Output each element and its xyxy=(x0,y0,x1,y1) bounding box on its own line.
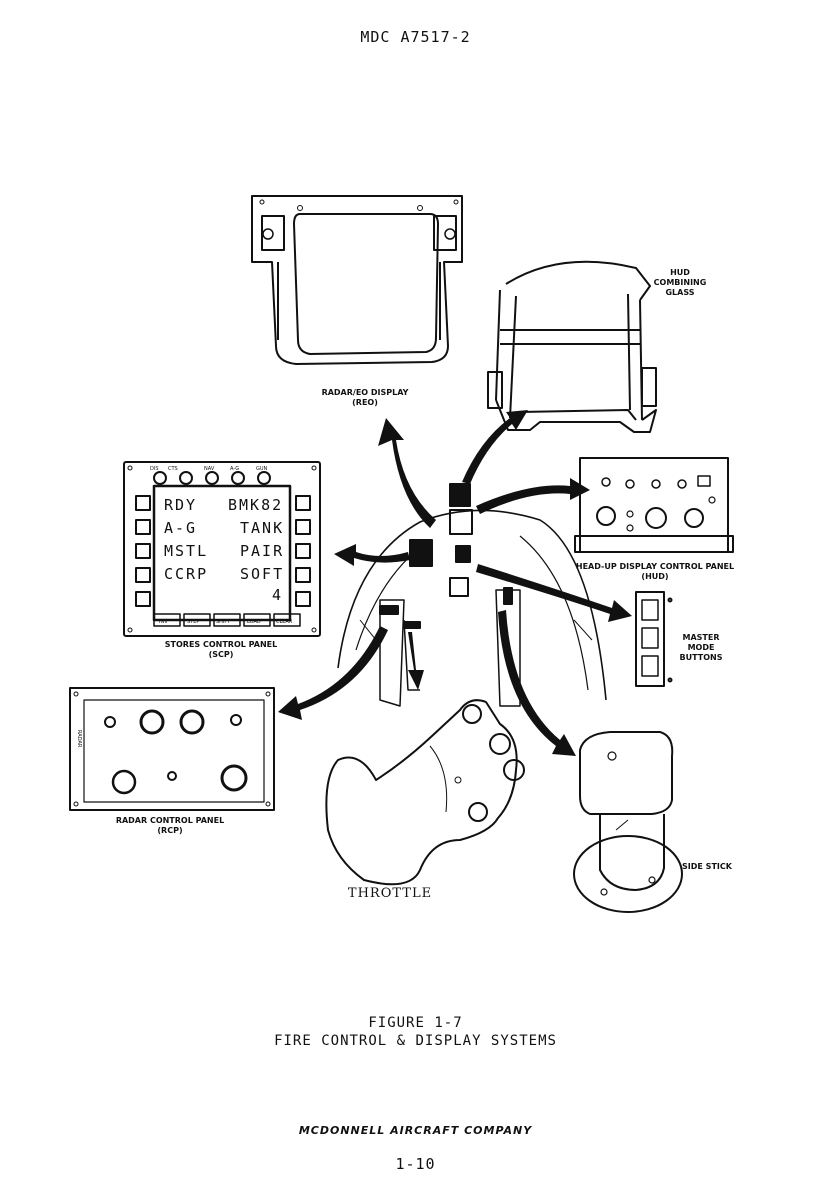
scp-right-1: TANK xyxy=(240,519,284,537)
scp-bottom-key-4: CLEAR xyxy=(276,619,293,625)
scp-right-3: SOFT xyxy=(240,565,284,583)
side-stick-drawing xyxy=(573,731,683,913)
scp-bottom-key-3: LOAD xyxy=(247,619,261,625)
rcp-side-text: RADAR xyxy=(76,730,82,748)
scp-top-key-4: GUN xyxy=(256,466,268,472)
scp-right-0: BMK82 xyxy=(228,496,283,514)
rcp-drawing xyxy=(69,687,275,811)
scp-bottom-key-1: STEP xyxy=(187,619,199,625)
scp-right-4: 4 xyxy=(272,586,283,604)
connector-arrows xyxy=(278,410,632,756)
scp-left-3: CCRP xyxy=(164,565,208,583)
scp-left-2: MSTL xyxy=(164,542,208,560)
throttle-drawing xyxy=(325,699,525,886)
label-throttle: THROTTLE xyxy=(347,886,433,901)
document-id: MDC A7517-2 xyxy=(360,28,471,46)
figure-caption-title: FIRE CONTROL & DISPLAY SYSTEMS xyxy=(274,1033,557,1049)
master-mode-buttons-drawing xyxy=(635,591,673,687)
label-hud-glass: HUD COMBINING GLASS xyxy=(653,268,707,297)
scp-left-1: A-G xyxy=(164,519,197,537)
figure-caption-number: FIGURE 1-7 xyxy=(368,1015,463,1031)
page-number: 1-10 xyxy=(395,1155,436,1173)
scp-left-0: RDY xyxy=(164,496,197,514)
scp-top-key-0: DIS xyxy=(150,466,159,472)
label-scp: STORES CONTROL PANEL (SCP) xyxy=(164,640,278,659)
label-side-stick: SIDE STICK xyxy=(682,862,732,871)
label-reo: RADAR/EO DISPLAY (REO) xyxy=(321,388,409,407)
scp-bottom-key-2: SHIFT xyxy=(216,619,231,625)
label-rcp: RADAR CONTROL PANEL (RCP) xyxy=(115,816,225,835)
scp-display-text: RDY A-G MSTL CCRP BMK82 TANK PAIR SOFT 4… xyxy=(150,466,293,625)
scp-top-key-2: NAV xyxy=(204,466,215,472)
scp-top-key-3: A-G xyxy=(230,466,239,472)
company-name: MCDONNELL AIRCRAFT COMPANY xyxy=(298,1124,533,1137)
scp-right-2: PAIR xyxy=(240,542,284,560)
hud-control-panel-drawing xyxy=(574,457,734,553)
label-hud-panel: HEAD-UP DISPLAY CONTROL PANEL (HUD) xyxy=(575,562,735,581)
hud-glass-drawing xyxy=(487,260,657,433)
scp-drawing xyxy=(123,461,321,637)
reo-display-drawing xyxy=(251,195,463,365)
label-master-mode: MASTER MODE BUTTONS xyxy=(679,633,723,662)
scp-top-key-1: CTS xyxy=(168,466,178,472)
scp-bottom-key-0: INV xyxy=(159,619,168,625)
